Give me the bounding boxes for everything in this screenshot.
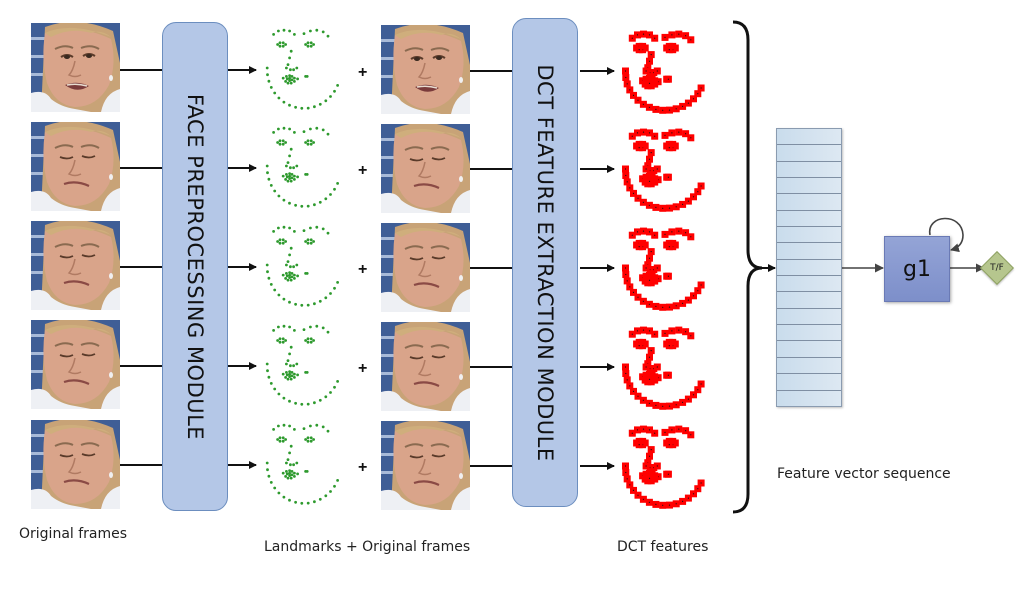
dct-feature-blocks-icon bbox=[616, 122, 714, 221]
feature-vector-cell bbox=[777, 276, 841, 293]
caption-landmarks-original-frames: Landmarks + Original frames bbox=[264, 539, 471, 555]
original-frame-copy-4 bbox=[381, 322, 470, 411]
caption-feature-vector-sequence: Feature vector sequence bbox=[777, 466, 951, 482]
plus-sign: + bbox=[358, 360, 368, 377]
dct-feature-blocks-icon bbox=[616, 24, 714, 123]
g1-label: g1 bbox=[903, 256, 931, 282]
feature-vector-cell bbox=[777, 341, 841, 358]
feature-vector-cell bbox=[777, 243, 841, 260]
original-frame-5 bbox=[31, 420, 120, 509]
landmark-dots-icon bbox=[258, 316, 350, 417]
caption-original-frames: Original frames bbox=[19, 526, 128, 542]
feature-vector-cell bbox=[777, 292, 841, 309]
recurrence-loop-icon bbox=[929, 217, 964, 253]
output-decision: T/F bbox=[980, 251, 1014, 285]
landmark-dots-icon bbox=[258, 118, 350, 219]
feature-vector-sequence bbox=[776, 128, 842, 407]
feature-vector-cell bbox=[777, 162, 841, 179]
feature-vector-cell bbox=[777, 178, 841, 195]
recurrent-unit-g1: g1 bbox=[884, 236, 950, 302]
plus-sign: + bbox=[358, 459, 368, 476]
face-preprocessing-module: FACE PREPROCESSING MODULE bbox=[162, 22, 228, 511]
feature-vector-cell bbox=[777, 358, 841, 375]
plus-sign: + bbox=[358, 261, 368, 278]
original-frame-3 bbox=[31, 221, 120, 310]
feature-vector-cell bbox=[777, 194, 841, 211]
plus-sign: + bbox=[358, 162, 368, 179]
feature-vector-cell bbox=[777, 227, 841, 244]
dct-feature-blocks-icon bbox=[616, 320, 714, 419]
feature-vector-cell bbox=[777, 211, 841, 228]
caption-dct-features: DCT features bbox=[617, 539, 709, 555]
original-frame-1 bbox=[31, 23, 120, 112]
original-frame-4 bbox=[31, 320, 120, 409]
landmark-dots-icon bbox=[258, 217, 350, 318]
feature-vector-cell bbox=[777, 260, 841, 277]
dct-feature-blocks-icon bbox=[616, 221, 714, 320]
original-frame-copy-5 bbox=[381, 421, 470, 510]
feature-vector-cell bbox=[777, 374, 841, 391]
original-frame-copy-1 bbox=[381, 25, 470, 114]
landmark-dots-icon bbox=[258, 415, 350, 516]
dct-feature-blocks-icon bbox=[616, 419, 714, 518]
feature-vector-cell bbox=[777, 391, 841, 407]
original-frame-copy-2 bbox=[381, 124, 470, 213]
feature-vector-cell bbox=[777, 145, 841, 162]
output-label: T/F bbox=[990, 263, 1004, 273]
original-frame-2 bbox=[31, 122, 120, 211]
feature-vector-cell bbox=[777, 325, 841, 342]
landmark-dots-icon bbox=[258, 20, 350, 121]
feature-vector-cell bbox=[777, 309, 841, 326]
dct-feature-extraction-module: DCT FEATURE EXTRACTION MODULE bbox=[512, 18, 578, 507]
feature-vector-cell bbox=[777, 129, 841, 146]
plus-sign: + bbox=[358, 64, 368, 81]
curly-brace bbox=[732, 20, 763, 514]
original-frame-copy-3 bbox=[381, 223, 470, 312]
